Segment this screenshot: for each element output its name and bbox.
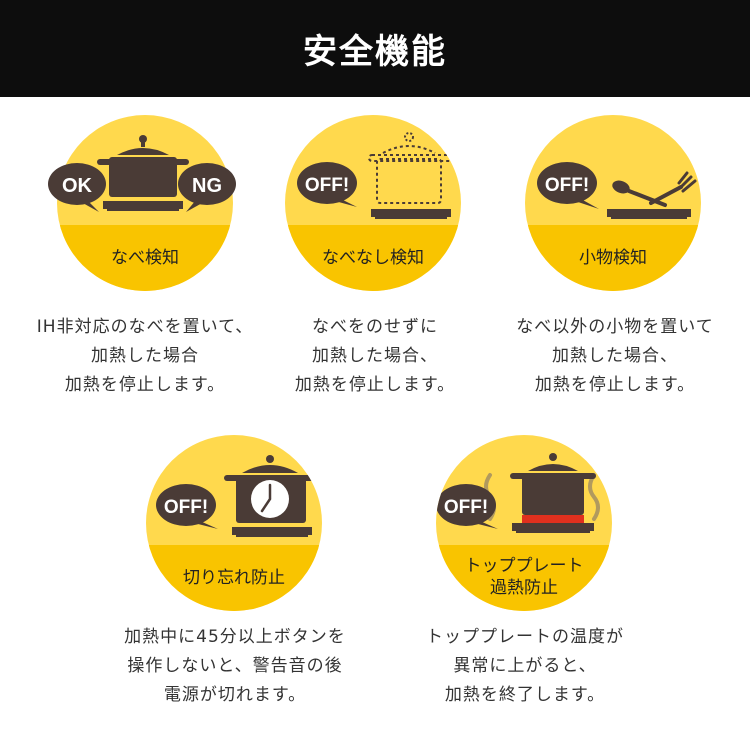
feature-description: トッププレートの温度が 異常に上がると、 加熱を終了します。 — [395, 623, 655, 710]
feature-small-object-detection: OFF! 小物検知 なべ以外の小物を置いて 加熱した場合、 加熱を停止します。 — [490, 110, 750, 410]
feature-circle: OFF! トッププレート 過熱防止 — [436, 435, 612, 611]
desc-line: トッププレートの温度が — [426, 627, 624, 647]
feature-circle: OFF! 切り忘れ防止 — [146, 435, 322, 611]
overheat-pot-icon: OFF! — [436, 453, 600, 533]
feature-pot-detection: なべ検知 OK NG IH非対応のなべを置いて、 加熱した場合 加熱を停止します… — [0, 110, 290, 410]
feature-circle: OFF! なべなし検知 — [285, 115, 461, 291]
bubble-text: OFF! — [545, 175, 589, 196]
feature-circle: OFF! 小物検知 — [525, 115, 701, 291]
feature-overheat-prevention: OFF! トッププレート 過熱防止 トッププレートの温度が 異常に上がると、 加… — [400, 430, 660, 730]
feature-description: IH非対応のなべを置いて、 加熱した場合 加熱を停止します。 — [0, 313, 290, 400]
feature-description: 加熱中に45分以上ボタンを 操作しないと、警告音の後 電源が切れます。 — [80, 623, 390, 710]
feature-label-line: 過熱防止 — [490, 578, 558, 598]
feature-label: 切り忘れ防止 — [183, 568, 285, 588]
bubble-text: OK — [62, 175, 93, 197]
page-title: 安全機能 — [303, 32, 447, 72]
desc-line: なべをのせずに — [312, 317, 438, 337]
desc-line: 加熱を停止します。 — [534, 375, 696, 395]
missing-pot-icon: OFF! — [297, 132, 458, 219]
pot-on-cooktop-icon — [97, 135, 189, 211]
feature-label-line: トッププレート — [464, 556, 584, 576]
feature-label: なべ検知 — [111, 248, 179, 268]
feature-label: トッププレート 過熱防止 — [436, 555, 612, 599]
desc-line: 加熱した場合 — [91, 346, 199, 366]
circle-band — [436, 545, 612, 611]
ok-speech-bubble-icon: OK — [48, 163, 106, 212]
desc-line: 加熱を停止します。 — [294, 375, 456, 395]
desc-line: なべ以外の小物を置いて — [516, 317, 714, 337]
circle-band — [57, 225, 233, 291]
desc-line: 加熱した場合、 — [312, 346, 438, 366]
feature-label: 小物検知 — [579, 248, 647, 268]
clock-pot-icon: OFF! — [156, 455, 318, 537]
feature-label: なべなし検知 — [322, 248, 424, 268]
heat-glow — [522, 515, 584, 523]
bubble-text: OFF! — [305, 175, 349, 196]
desc-line: 電源が切れます。 — [163, 685, 307, 705]
feature-description: なべ以外の小物を置いて 加熱した場合、 加熱を停止します。 — [490, 313, 740, 400]
utensils-icon: OFF! — [537, 162, 697, 219]
header-bar: 安全機能 — [0, 0, 750, 97]
desc-line: 加熱中に45分以上ボタンを — [124, 627, 346, 647]
desc-line: 加熱を終了します。 — [444, 685, 606, 705]
feature-description: なべをのせずに 加熱した場合、 加熱を停止します。 — [275, 313, 475, 400]
circle-band — [285, 225, 461, 291]
circle-band — [146, 545, 322, 611]
feature-auto-off: OFF! 切り忘れ防止 加熱中に45分以上ボタンを 操作しないと、警告音の後 電… — [100, 430, 380, 730]
desc-line: 異常に上がると、 — [453, 656, 597, 676]
bubble-text: NG — [192, 175, 222, 197]
desc-line: 操作しないと、警告音の後 — [127, 656, 343, 676]
desc-line: IH非対応のなべを置いて、 — [36, 317, 254, 337]
circle-band — [525, 225, 701, 291]
ng-speech-bubble-icon: NG — [178, 163, 236, 212]
bubble-text: OFF! — [164, 497, 208, 518]
feature-no-pot-detection: OFF! なべなし検知 なべをのせずに 加熱した場合、 加熱を停止します。 — [280, 110, 470, 410]
desc-line: 加熱した場合、 — [552, 346, 678, 366]
desc-line: 加熱を停止します。 — [64, 375, 226, 395]
bubble-text: OFF! — [444, 497, 488, 518]
